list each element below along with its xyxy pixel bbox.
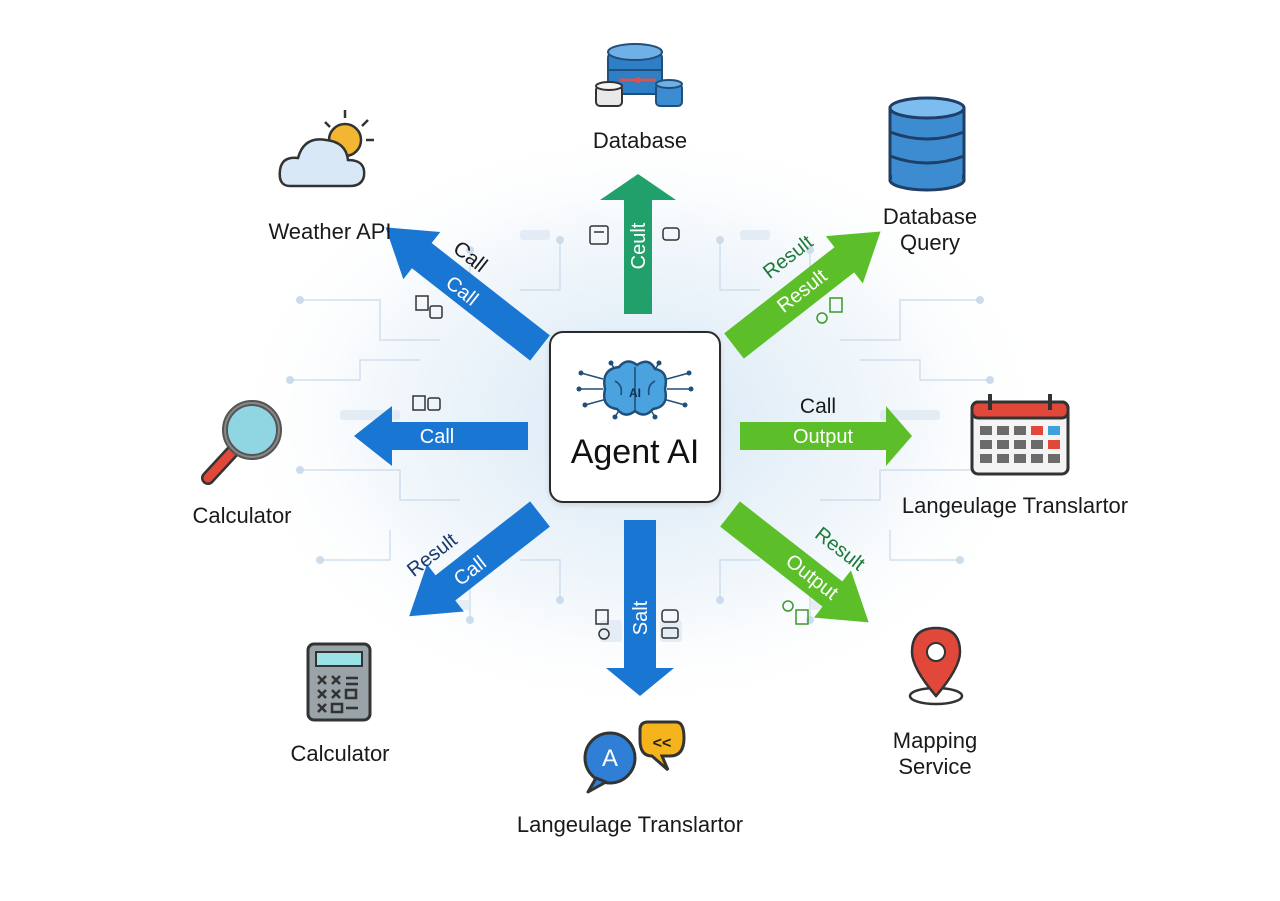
label-language-translator-right: Langeulage Translartor	[901, 493, 1129, 518]
calendar-cell	[997, 454, 1009, 463]
calendar-cell	[980, 440, 992, 449]
label-calculator-left: Calculator	[192, 503, 292, 528]
arrow-right: Output Call	[740, 395, 912, 466]
brain-circuit-icon: AI	[576, 360, 694, 420]
calendar-cell	[980, 426, 992, 435]
arrow-up: Ceult	[600, 174, 676, 314]
chat-bubbles-icon: << A	[583, 720, 686, 794]
calendar-cell	[1014, 454, 1026, 463]
label-mapping-service: Mapping Service	[860, 728, 1010, 781]
document-glyph-icons	[412, 225, 843, 640]
database-cylinder-icon	[888, 96, 966, 192]
calendar-cell	[1048, 454, 1060, 463]
calendar-cell	[1031, 426, 1043, 435]
hub-title: Agent AI	[570, 433, 700, 471]
calendar-cell	[997, 440, 1009, 449]
label-weather-api: Weather API	[268, 219, 392, 244]
chat-glyph-right: <<	[653, 735, 672, 752]
map-pin-icon	[908, 626, 964, 706]
arrow-right-inner-label: Output	[793, 426, 853, 448]
arrow-lower-left	[409, 501, 550, 617]
calendar-icon	[970, 394, 1070, 476]
label-database-query: Database Query	[850, 204, 1010, 257]
arrow-upper-right	[724, 231, 881, 359]
arrow-left-inner-label: Call	[420, 426, 454, 448]
arrow-down-label: Salt	[630, 600, 652, 635]
calculator-icon	[306, 642, 372, 722]
arrow-down: Salt	[606, 520, 674, 696]
arrow-up-label: Ceult	[628, 222, 650, 269]
calendar-cell	[980, 454, 992, 463]
arrow-left: Call	[354, 406, 528, 466]
cloud-sun-icon	[278, 110, 374, 188]
label-mapping-service-line1: Mapping	[892, 728, 978, 753]
arrow-right-outer-label: Call	[800, 395, 836, 418]
label-database-query-line1: Database	[882, 204, 978, 229]
arrow-lower-right	[720, 501, 869, 623]
label-language-translator-bottom: Langeulage Translartor	[516, 812, 744, 837]
calendar-cell	[1048, 426, 1060, 435]
label-database-query-line2: Query	[900, 230, 960, 256]
brain-text: AI	[629, 386, 641, 400]
agent-ai-hub: AI Agent AI	[549, 331, 721, 503]
calendar-cell	[1014, 440, 1026, 449]
label-mapping-service-line2: Service	[898, 754, 972, 780]
arrow-upper-left	[385, 227, 550, 361]
calendar-cell	[997, 426, 1009, 435]
calendar-cell	[1014, 426, 1026, 435]
database-network-icon	[595, 43, 683, 107]
calendar-cell	[1031, 454, 1043, 463]
magnifier-icon	[201, 400, 282, 485]
label-calculator-bottom: Calculator	[290, 741, 390, 766]
calendar-cell	[1031, 440, 1043, 449]
label-database: Database	[592, 128, 688, 153]
chat-glyph-left: A	[602, 745, 618, 772]
calendar-cell	[1048, 440, 1060, 449]
